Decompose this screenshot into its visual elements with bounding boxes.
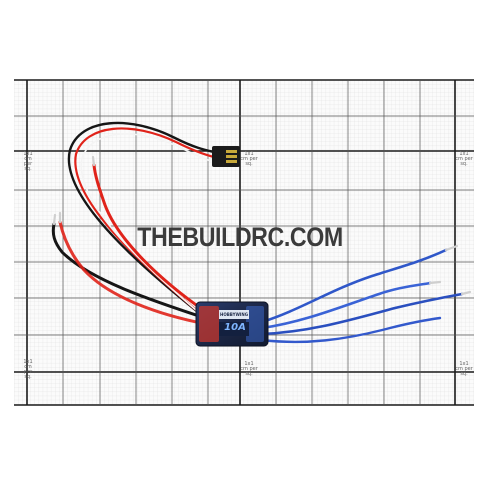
grid-label: 1x1 cm per sq.	[23, 151, 33, 172]
esc-model-label: 10A	[224, 322, 246, 333]
signal-wire-white	[80, 133, 215, 317]
grid-label: 1x1 cm per sq.	[455, 361, 473, 377]
power-wire-red-2	[58, 220, 208, 326]
grid-label: 1x1 cm per sq.	[23, 359, 33, 380]
motor-wire-4	[260, 316, 442, 344]
esc-wires	[51, 121, 472, 344]
grid-board	[14, 79, 474, 406]
grid-label: 1x1 cm per sq.	[455, 151, 473, 167]
grid-label: 1x1 cm per sq.	[240, 361, 258, 377]
motor-wire-1	[260, 248, 448, 324]
power-wire-black	[51, 222, 207, 320]
motor-wire-3	[260, 292, 464, 336]
grid-label: 1x1 cm per sq.	[240, 151, 258, 167]
power-wire-red	[92, 163, 208, 314]
watermark: THEBUILDRC.COM	[137, 222, 343, 252]
signal-wire-black	[67, 121, 216, 314]
signal-wire-red	[74, 127, 216, 316]
motor-wire-2	[260, 281, 432, 330]
esc-brand-label: HOBBYWING	[219, 312, 249, 317]
esc-body	[195, 301, 269, 347]
servo-connector	[212, 146, 240, 167]
